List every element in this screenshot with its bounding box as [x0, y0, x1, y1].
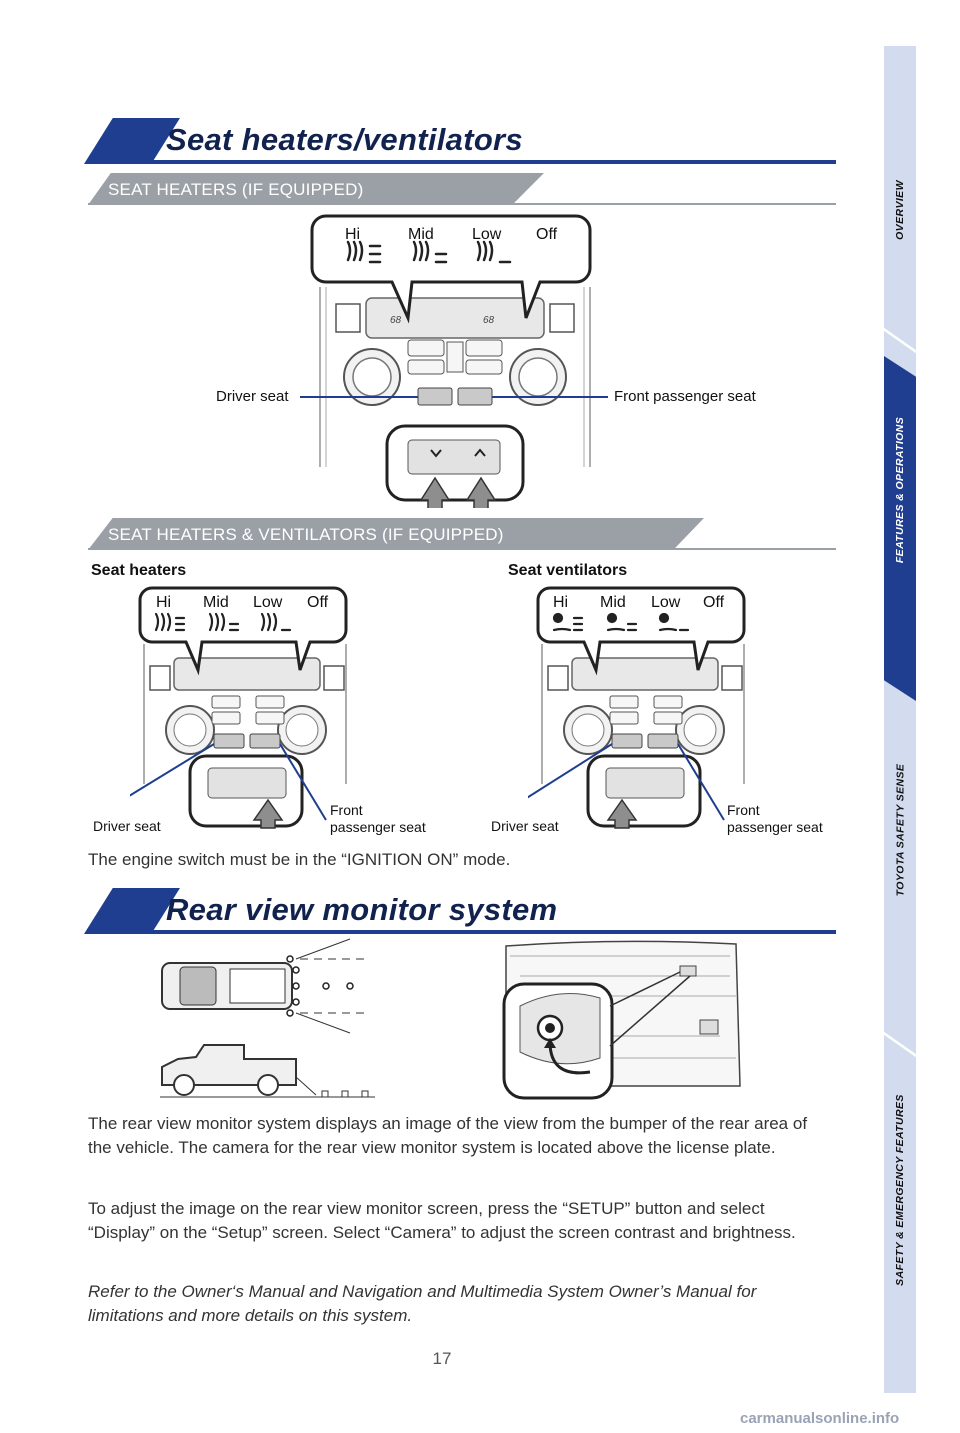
level-off: Off: [536, 226, 558, 243]
truck-camera-coverage-diagram: [160, 938, 375, 1098]
watermark: carmanualsonline.info: [740, 1410, 900, 1427]
heater-level-hi: Hi: [156, 594, 172, 611]
page-number: 17: [432, 1349, 452, 1368]
section-heading-seat-heaters: Seat heaters/ventilators: [84, 118, 836, 164]
side-tab-bar: [884, 46, 916, 1393]
level-low: Low: [472, 226, 502, 243]
rear-view-paragraph-1: The rear view monitor system displays an…: [88, 1114, 808, 1157]
driver-seat-label: Driver seat: [216, 388, 289, 405]
subheading-seat-heaters: SEAT HEATERS (IF EQUIPPED): [88, 173, 836, 205]
heater-passenger-seat-label: passenger seat: [330, 819, 426, 835]
level-hi: Hi: [345, 226, 361, 243]
svg-text:68: 68: [390, 315, 402, 326]
level-mid: Mid: [408, 226, 434, 243]
vent-level-off: Off: [703, 594, 725, 611]
seat-ventilators-label: Seat ventilators: [508, 562, 628, 579]
section-title: Rear view monitor system: [166, 892, 558, 927]
page-title: Seat heaters/ventilators: [166, 122, 523, 157]
subheading-seat-heaters-ventilators: SEAT HEATERS & VENTILATORS (IF EQUIPPED): [88, 518, 836, 550]
vent-front-label: Front: [727, 802, 760, 818]
side-tab-safety-emergency[interactable]: SAFETY & EMERGENCY FEATURES: [884, 1060, 916, 1320]
front-passenger-seat-label: Front passenger seat: [614, 388, 756, 405]
seat-heaters-label: Seat heaters: [91, 562, 187, 579]
subheading-label: SEAT HEATERS & VENTILATORS (IF EQUIPPED): [108, 525, 504, 544]
subheading-label: SEAT HEATERS (IF EQUIPPED): [108, 180, 364, 199]
vent-level-mid: Mid: [600, 594, 626, 611]
rear-camera-location-image: [502, 940, 741, 1100]
vent-passenger-seat-label: passenger seat: [727, 819, 823, 835]
heater-level-low: Low: [253, 594, 283, 611]
heater-level-off: Off: [307, 594, 329, 611]
heater-driver-seat-label: Driver seat: [93, 818, 161, 834]
heater-level-mid: Mid: [203, 594, 229, 611]
seat-heater-console-diagram: 68 68: [300, 214, 608, 508]
side-tab-label: FEATURES & OPERATIONS: [894, 416, 906, 564]
side-tab-toyota-safety-sense[interactable]: TOYOTA SAFETY SENSE: [884, 720, 916, 940]
heater-front-label: Front: [330, 802, 363, 818]
vent-level-hi: Hi: [553, 594, 569, 611]
ignition-note: The engine switch must be in the “IGNITI…: [88, 850, 511, 869]
seat-ventilator-panel-diagram: [528, 586, 746, 829]
side-tab-active-bg: [884, 356, 916, 701]
seat-heater-panel-diagram: [130, 586, 348, 829]
rear-view-paragraph-2: To adjust the image on the rear view mon…: [88, 1199, 796, 1242]
side-tab-label: SAFETY & EMERGENCY FEATURES: [894, 1094, 907, 1286]
side-tab-features-operations[interactable]: FEATURES & OPERATIONS: [884, 370, 916, 610]
vent-driver-seat-label: Driver seat: [491, 818, 559, 834]
heading-rule: [148, 160, 836, 164]
side-tab-label: OVERVIEW: [894, 180, 907, 240]
heading-rule: [148, 930, 836, 934]
side-tab-overview[interactable]: OVERVIEW: [884, 120, 916, 300]
svg-text:68: 68: [483, 315, 495, 326]
section-heading-rear-view: Rear view monitor system: [84, 888, 836, 934]
vent-level-low: Low: [651, 594, 681, 611]
side-tab-label: TOYOTA SAFETY SENSE: [894, 763, 906, 897]
rear-view-reference-note: Refer to the Owner‘s Manual and Navigati…: [88, 1282, 757, 1325]
